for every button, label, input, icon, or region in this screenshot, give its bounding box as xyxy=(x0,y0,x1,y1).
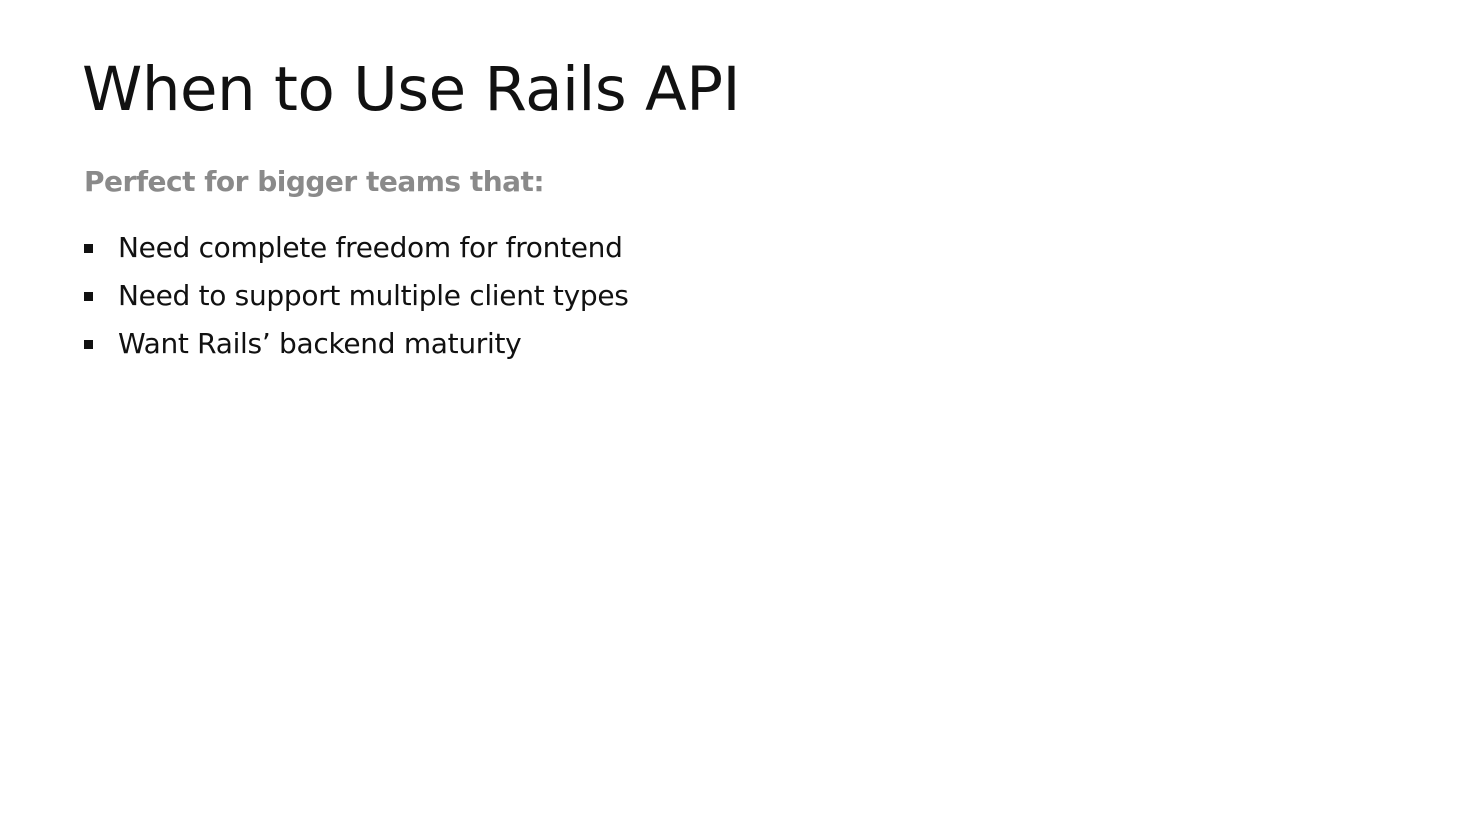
slide-subtitle: Perfect for bigger teams that: xyxy=(84,165,545,198)
bullet-text: Need to support multiple client types xyxy=(118,279,629,312)
slide-title: When to Use Rails API xyxy=(82,54,741,125)
bullet-text: Want Rails’ backend maturity xyxy=(118,327,522,360)
bullet-text: Need complete freedom for frontend xyxy=(118,231,623,264)
square-bullet-icon xyxy=(84,292,93,301)
square-bullet-icon xyxy=(84,340,93,349)
square-bullet-icon xyxy=(84,244,93,253)
